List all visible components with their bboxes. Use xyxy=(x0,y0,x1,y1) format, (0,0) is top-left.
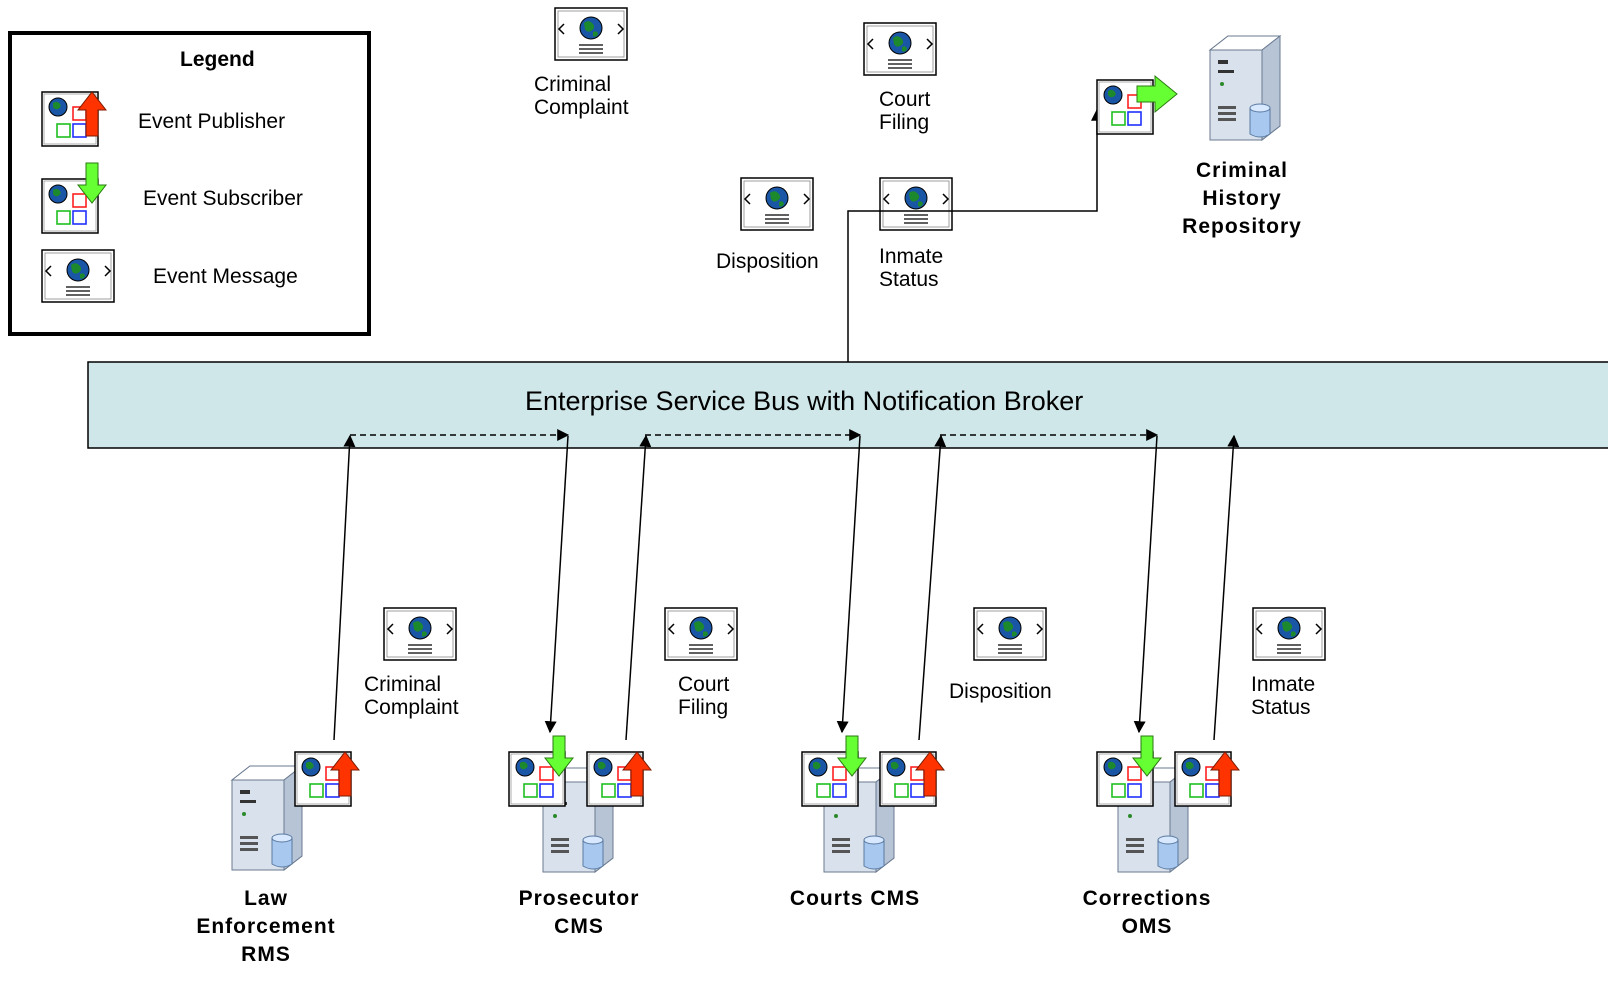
courts-label: Courts CMS xyxy=(789,887,921,910)
repository-subscriber-icon xyxy=(1096,74,1178,135)
bottom-court-filing-label: Court Filing xyxy=(678,673,730,719)
subscribe-corrections xyxy=(1133,435,1158,734)
top-inmate-status-label: Inmate Status xyxy=(879,245,944,291)
publish-lines xyxy=(333,434,1240,741)
bottom-criminal-complaint-icon xyxy=(383,607,457,661)
top-disposition-label: Disposition xyxy=(716,250,819,273)
service-bus xyxy=(87,361,1608,449)
publish-corrections xyxy=(1213,434,1240,741)
legend-box xyxy=(8,31,371,336)
prosecutor-subscriber-icon xyxy=(509,736,573,806)
bottom-disposition-icon xyxy=(973,607,1047,661)
legend-subscriber-label: Event Subscriber xyxy=(143,187,303,210)
legend-message-label: Event Message xyxy=(153,265,298,288)
prosecutor-publisher-icon xyxy=(587,752,651,806)
law-enforcement-publisher-icon xyxy=(295,752,359,806)
repository-label: Criminal History Repository xyxy=(1182,159,1302,238)
subscribe-prosecutor xyxy=(544,435,569,734)
bus-to-repository-line xyxy=(847,108,1103,362)
top-court-filing-icon xyxy=(863,22,937,76)
bottom-court-filing-icon xyxy=(664,607,738,661)
publish-law-enforcement xyxy=(333,434,356,741)
top-disposition-icon xyxy=(740,177,814,231)
law-enforcement-server-icon xyxy=(231,765,303,871)
top-court-filing-label: Court Filing xyxy=(879,88,931,134)
bottom-inmate-status-icon xyxy=(1252,607,1326,661)
bottom-disposition-label: Disposition xyxy=(949,680,1052,703)
publish-prosecutor xyxy=(625,434,652,741)
courts-subscriber-icon xyxy=(802,736,866,806)
top-criminal-complaint-label: Criminal Complaint xyxy=(534,73,629,119)
repository-server-icon xyxy=(1209,35,1281,141)
bottom-criminal-complaint-label: Criminal Complaint xyxy=(364,673,459,719)
subscribe-lines xyxy=(544,435,1158,734)
law-enforcement-label: Law Enforcement RMS xyxy=(196,887,336,966)
bus-label: Enterprise Service Bus with Notification… xyxy=(525,386,1084,416)
subscribe-courts xyxy=(836,435,861,734)
courts-publisher-icon xyxy=(880,752,944,806)
corrections-publisher-icon xyxy=(1175,752,1239,806)
corrections-subscriber-icon xyxy=(1097,736,1161,806)
top-criminal-complaint-icon xyxy=(554,7,628,61)
event-message-icon xyxy=(41,249,115,303)
bottom-inmate-status-label: Inmate Status xyxy=(1251,673,1316,719)
legend-publisher-label: Event Publisher xyxy=(138,110,286,133)
legend-title: Legend xyxy=(180,48,255,71)
prosecutor-label: Prosecutor CMS xyxy=(518,887,640,938)
event-publisher-icon xyxy=(42,92,106,146)
top-inmate-status-icon xyxy=(879,177,953,231)
corrections-label: Corrections OMS xyxy=(1082,887,1212,938)
publish-courts xyxy=(918,434,947,741)
